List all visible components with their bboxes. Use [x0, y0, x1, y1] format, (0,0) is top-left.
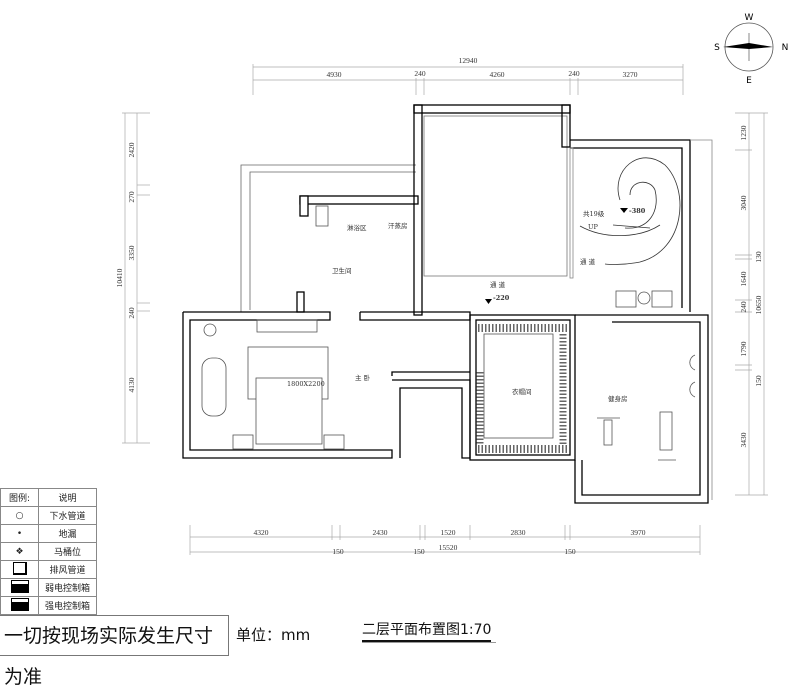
dim-right: 3040 [739, 195, 748, 210]
toilet-position-icon: ❖ [0, 542, 39, 561]
label-stairs-up: UP [588, 223, 598, 231]
dimension-labels: 12940 4930 240 4260 240 3270 10410 2420 … [115, 56, 763, 556]
dim-top-total: 12940 [459, 56, 478, 65]
weight-bench [659, 411, 673, 451]
compass-e: E [746, 76, 752, 86]
label-bed-size: 1800X2200 [287, 380, 325, 388]
label-gym: 健身房 [608, 394, 628, 403]
corridor-level-marker [485, 299, 492, 304]
lamp [203, 323, 217, 337]
label-corridor: 通 道 [490, 280, 506, 289]
dim-right: 1640 [739, 271, 748, 286]
weak-current-box-icon [0, 578, 39, 597]
compass: W S N E [714, 13, 788, 86]
dim-right: 1230 [739, 125, 748, 140]
dim-left: 240 [127, 307, 136, 319]
dim-bottom-wall: 150 [332, 547, 344, 556]
dim-bottom: 3970 [631, 528, 646, 537]
label-corridor-level: -220 [493, 294, 510, 302]
dim-right-total: 10650 [754, 295, 763, 314]
chair [615, 290, 637, 308]
legend-item: 强电控制箱 [38, 596, 97, 615]
compass-n: N [782, 43, 789, 53]
label-stair-level: -380 [629, 207, 646, 215]
dim-top: 240 [414, 69, 426, 78]
dim-bottom-total: 15520 [439, 543, 458, 552]
toilet [315, 205, 329, 227]
dim-right: 130 [754, 251, 763, 263]
label-corridor-right: 通 道 [580, 257, 596, 266]
legend-header-desc: 说明 [38, 488, 97, 507]
room-labels: 淋浴区 汗蒸房 卫生间 共19级 UP -380 通 道 通 道 -220 主 … [287, 207, 646, 403]
dim-left: 270 [127, 191, 136, 203]
exhaust-duct-icon [0, 560, 39, 579]
legend-item: 马桶位 [38, 542, 97, 561]
bed [255, 377, 323, 445]
drain-pipe-icon: ○ [0, 506, 39, 525]
dimension-lines [122, 64, 768, 555]
site-dimension-note: 一切按现场实际发生尺寸为准 [0, 615, 229, 688]
dim-bottom-wall: 150 [564, 547, 576, 556]
bathtub [201, 357, 227, 417]
chair [651, 290, 673, 308]
stair-level-marker [620, 208, 628, 213]
furniture [201, 205, 696, 461]
dim-top: 3270 [623, 70, 638, 79]
dim-bottom: 2430 [373, 528, 388, 537]
nightstand [323, 434, 345, 450]
dim-top: 4260 [490, 70, 505, 79]
label-stairs: 共19级 [583, 209, 605, 218]
floor-drain-icon: • [0, 524, 39, 543]
legend-item: 排风管道 [38, 560, 97, 579]
floor-plan: W S N E 12940 4930 240 4260 240 3270 104… [115, 13, 788, 556]
label-master-bedroom: 主 卧 [355, 373, 371, 382]
label-sauna: 汗蒸房 [388, 221, 408, 230]
compass-s: S [714, 43, 720, 53]
dim-left: 3350 [127, 245, 136, 260]
dim-right: 3430 [739, 432, 748, 447]
dim-left: 2420 [127, 142, 136, 157]
legend-header-symbol: 图例: [0, 488, 39, 507]
dim-bottom: 1520 [441, 528, 456, 537]
nightstand [232, 434, 254, 450]
spiral-staircase [579, 157, 681, 265]
compass-w: W [745, 13, 754, 23]
side-table [637, 291, 651, 305]
dim-left-total: 10410 [115, 268, 124, 287]
strong-current-box-icon [0, 596, 39, 615]
walls [182, 104, 713, 504]
legend-item: 下水管道 [38, 506, 97, 525]
tv-cabinet [256, 319, 318, 333]
exercise-bike [603, 419, 613, 446]
legend-table: 图例:说明 ○下水管道 •地漏 ❖马桶位 排风管道 弱电控制箱 强电控制箱 [0, 488, 97, 615]
dim-right: 150 [754, 375, 763, 387]
label-bathroom: 卫生间 [332, 266, 352, 275]
dim-bottom: 2830 [511, 528, 526, 537]
legend-item: 地漏 [38, 524, 97, 543]
wardrobe-racks [476, 324, 568, 453]
unit-label: 单位：mm [236, 626, 311, 644]
legend-item: 弱电控制箱 [38, 578, 97, 597]
drawing-title: 二层平面布置图1:70 [362, 619, 492, 642]
dim-right: 240 [739, 301, 748, 313]
dim-top: 240 [568, 69, 580, 78]
label-wardrobe: 衣帽间 [512, 387, 532, 396]
title-underline [362, 642, 496, 643]
dim-left: 4130 [127, 377, 136, 392]
stool [689, 354, 696, 371]
label-shower: 淋浴区 [347, 223, 367, 232]
stool [689, 381, 696, 398]
dim-bottom: 4320 [254, 528, 269, 537]
dim-right: 1790 [739, 341, 748, 356]
dim-bottom-wall: 150 [413, 547, 425, 556]
dim-top: 4930 [327, 70, 342, 79]
